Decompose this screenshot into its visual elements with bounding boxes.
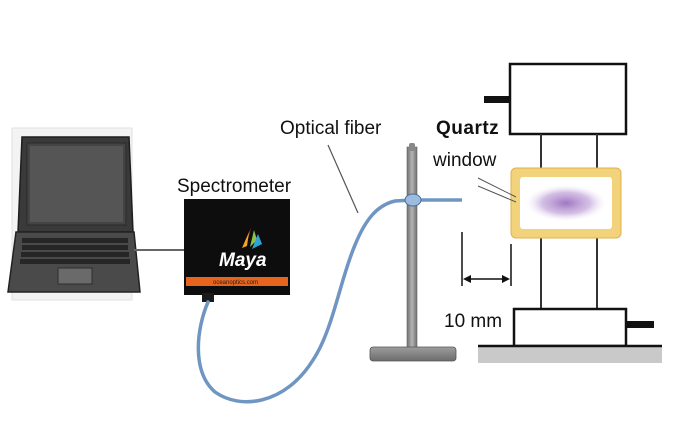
top-electrode (508, 62, 628, 136)
quartz-leader-2 (477, 185, 517, 203)
distance-dimension (461, 232, 512, 286)
top-electrode-terminal (484, 96, 511, 103)
reactor-base (478, 346, 662, 363)
bottom-electrode-terminal (626, 321, 654, 328)
optical-fiber (196, 198, 414, 404)
bottom-electrode (512, 307, 628, 348)
window-label: window (433, 150, 497, 171)
plasma-glow (526, 185, 606, 221)
spectrometer-logo-text: Maya (219, 250, 267, 271)
fiber-holder-stand (369, 143, 457, 362)
optical-fiber-label: Optical fiber (280, 118, 382, 139)
quartz-label: Quartz (436, 118, 500, 139)
quartz-leader-1 (477, 177, 517, 198)
plasma-reactor (478, 62, 662, 363)
spectrometer-device: Maya oceanoptics.com (184, 199, 290, 302)
laptop-icon (7, 127, 141, 301)
spectrometer-label: Spectrometer (177, 176, 292, 197)
optical-fiber-leader (327, 144, 359, 214)
spectrometer-strip (186, 277, 288, 286)
distance-label: 10 mm (444, 311, 503, 332)
spectrometer-maker-text: oceanoptics.com (213, 280, 258, 286)
